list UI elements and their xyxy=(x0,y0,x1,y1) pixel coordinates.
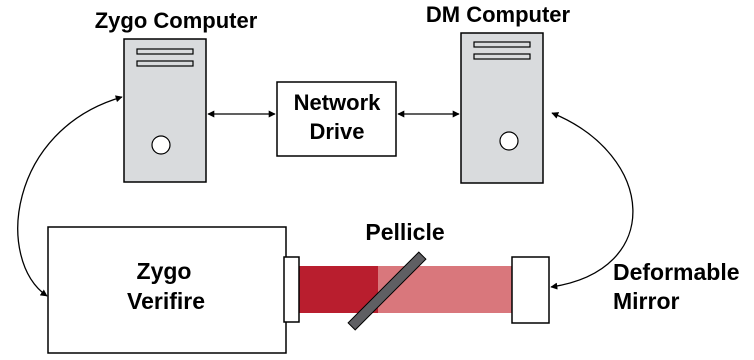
zygo-verifire-box xyxy=(47,226,287,354)
dm-computer-power-button xyxy=(499,131,519,151)
network-drive: Network Drive xyxy=(276,81,397,157)
zygo-verifire-label-line1: Zygo xyxy=(137,258,192,284)
deformable-mirror-box xyxy=(511,256,550,324)
dm-computer-label: DM Computer xyxy=(426,2,571,27)
zygo-computer-case xyxy=(123,38,207,183)
dm-computer-to-mirror-arrow xyxy=(550,112,634,290)
dm-computer-tower xyxy=(460,32,544,184)
laser-beam-dark xyxy=(299,266,378,313)
zygo-computer-drive-bay-2 xyxy=(136,60,194,67)
deformable-mirror-label-line2: Mirror xyxy=(613,288,680,314)
dm-computer-drive-bay-2 xyxy=(473,53,531,60)
network-drive-label-line2: Drive xyxy=(309,119,364,144)
pellicle-label: Pellicle xyxy=(365,219,444,245)
zygo-verifire-label-line2: Verifire xyxy=(127,288,205,314)
network-drive-box xyxy=(276,81,397,157)
pellicle: Pellicle xyxy=(347,219,445,331)
dm-computer-case xyxy=(460,32,544,184)
network-drive-label-line1: Network xyxy=(294,90,382,115)
zygo-computer-drive-bay-1 xyxy=(136,48,194,55)
deformable-mirror: Deformable Mirror xyxy=(511,256,740,324)
zygo-computer-label: Zygo Computer xyxy=(95,8,258,33)
zygo-computer-to-verifire-arrow xyxy=(17,95,123,297)
dm-computer-drive-bay-1 xyxy=(473,41,531,48)
pellicle-plate xyxy=(347,251,427,331)
deformable-mirror-label-line1: Deformable xyxy=(613,259,740,285)
zygo-computer-power-button xyxy=(151,135,171,155)
zygo-verifire-aperture xyxy=(283,256,300,323)
zygo-computer-tower xyxy=(123,38,207,183)
zygo-verifire: Zygo Verifire xyxy=(47,226,300,354)
